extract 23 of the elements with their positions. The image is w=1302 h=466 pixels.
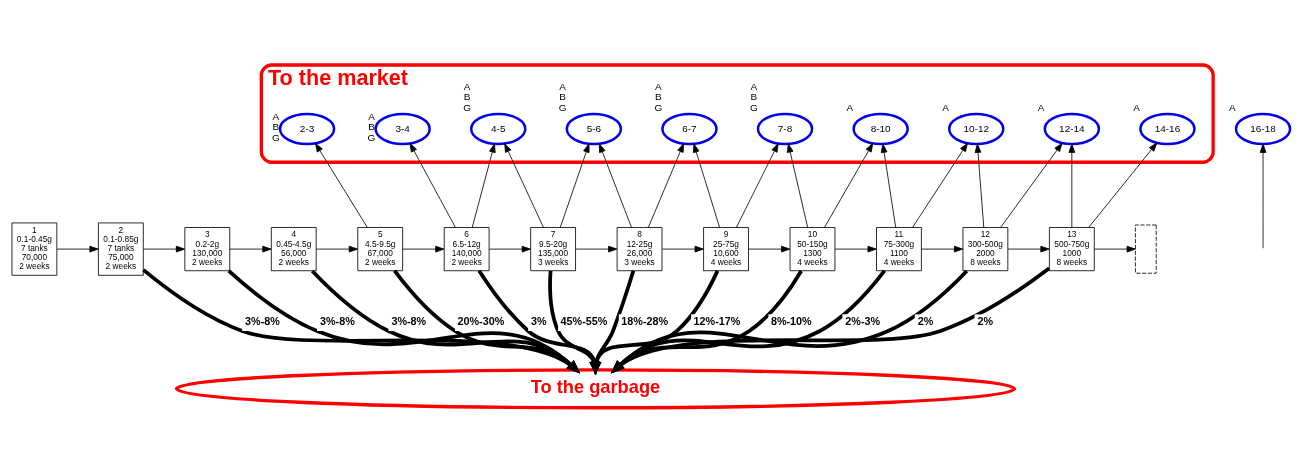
node-label: A — [942, 102, 949, 114]
edge-label: 2%-3% — [845, 314, 881, 327]
node-label: A B G — [463, 80, 471, 114]
node-label: A — [1228, 102, 1236, 114]
node-label: A B G — [654, 80, 663, 114]
edge-label: 20%-30% — [457, 314, 505, 327]
edge-label: 2% — [977, 314, 994, 327]
node-label: A — [1037, 102, 1045, 114]
edge-label: 2% — [917, 314, 934, 327]
node-label: A B G — [367, 110, 376, 144]
node-label: A B G — [558, 80, 567, 114]
node-label: A B G — [749, 80, 758, 114]
node-label: A — [846, 102, 854, 114]
node-label: A — [1133, 102, 1141, 114]
edge-label: 8%-10% — [770, 314, 812, 327]
edge-label: 3%-8% — [391, 314, 427, 327]
edge-label: 3%-8% — [319, 314, 355, 327]
edge-label: 45%-55% — [560, 314, 608, 327]
edge-label: 18%-28% — [621, 314, 669, 327]
edge-label: 3% — [531, 314, 547, 327]
edge-label: 12%-17% — [693, 314, 741, 327]
node-label: A B G — [272, 110, 280, 144]
edge-label: 3%-8% — [245, 314, 280, 327]
